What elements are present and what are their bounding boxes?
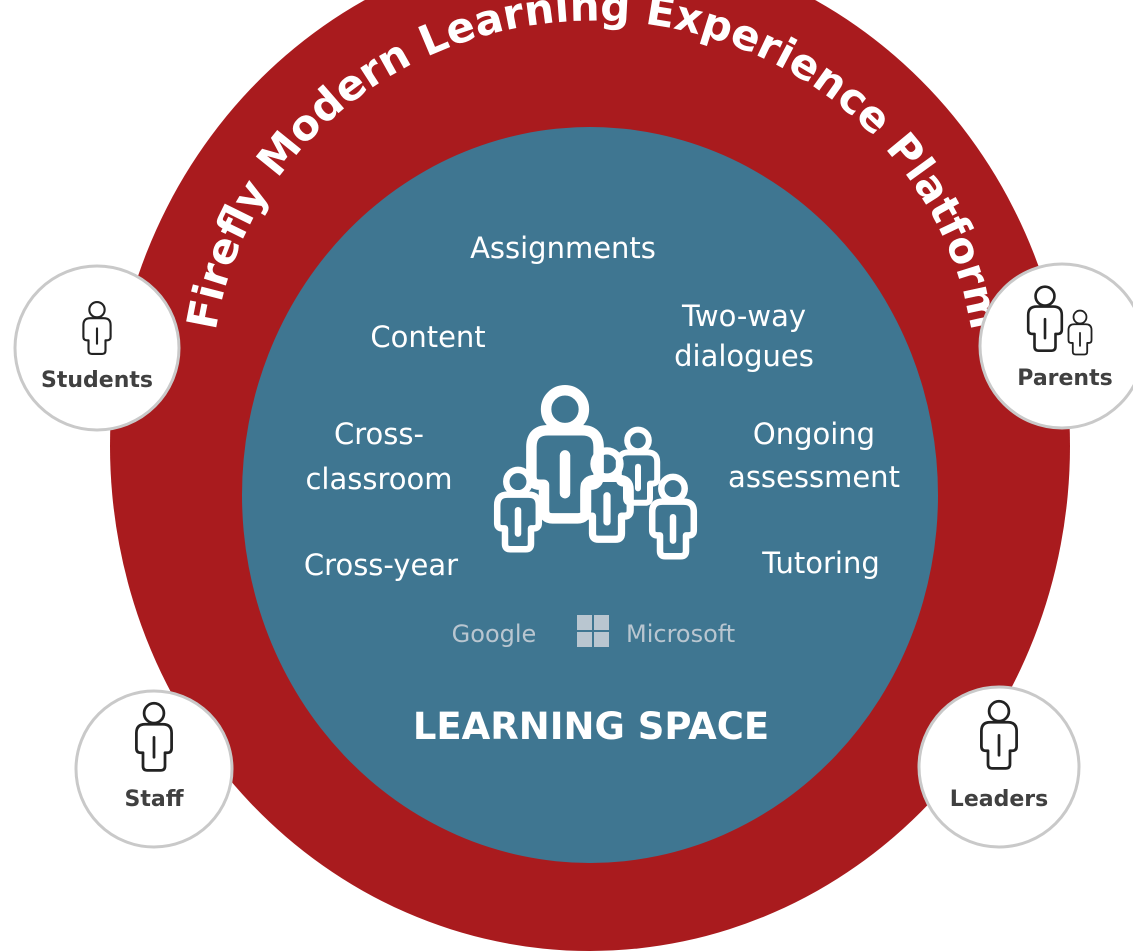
role-parents-label: Parents (1017, 366, 1112, 391)
feature-content: Content (370, 320, 485, 354)
feature-cross-year: Cross-year (304, 548, 458, 582)
feature-two-way-line1: Two-way (681, 299, 806, 333)
learning-space-title: LEARNING SPACE (413, 705, 769, 748)
role-staff-label: Staff (124, 787, 184, 812)
feature-assignments: Assignments (470, 231, 656, 265)
role-staff: Staff (74, 689, 234, 849)
microsoft-logo-label: Microsoft (626, 620, 735, 648)
role-students-label: Students (41, 368, 153, 393)
feature-tutoring: Tutoring (761, 546, 880, 580)
microsoft-logo-icon (577, 615, 609, 647)
feature-cross-classroom-line2: classroom (305, 462, 452, 496)
feature-ongoing-line1: Ongoing (753, 417, 875, 451)
feature-ongoing-line2: assessment (728, 460, 900, 494)
feature-cross-classroom-line1: Cross- (334, 417, 424, 451)
feature-two-way-line2: dialogues (674, 339, 814, 373)
role-leaders: Leaders (917, 685, 1081, 849)
role-leaders-label: Leaders (950, 787, 1048, 812)
google-logo: Google (452, 620, 537, 648)
role-students: Students (13, 264, 181, 432)
role-parents: Parents (978, 262, 1133, 430)
